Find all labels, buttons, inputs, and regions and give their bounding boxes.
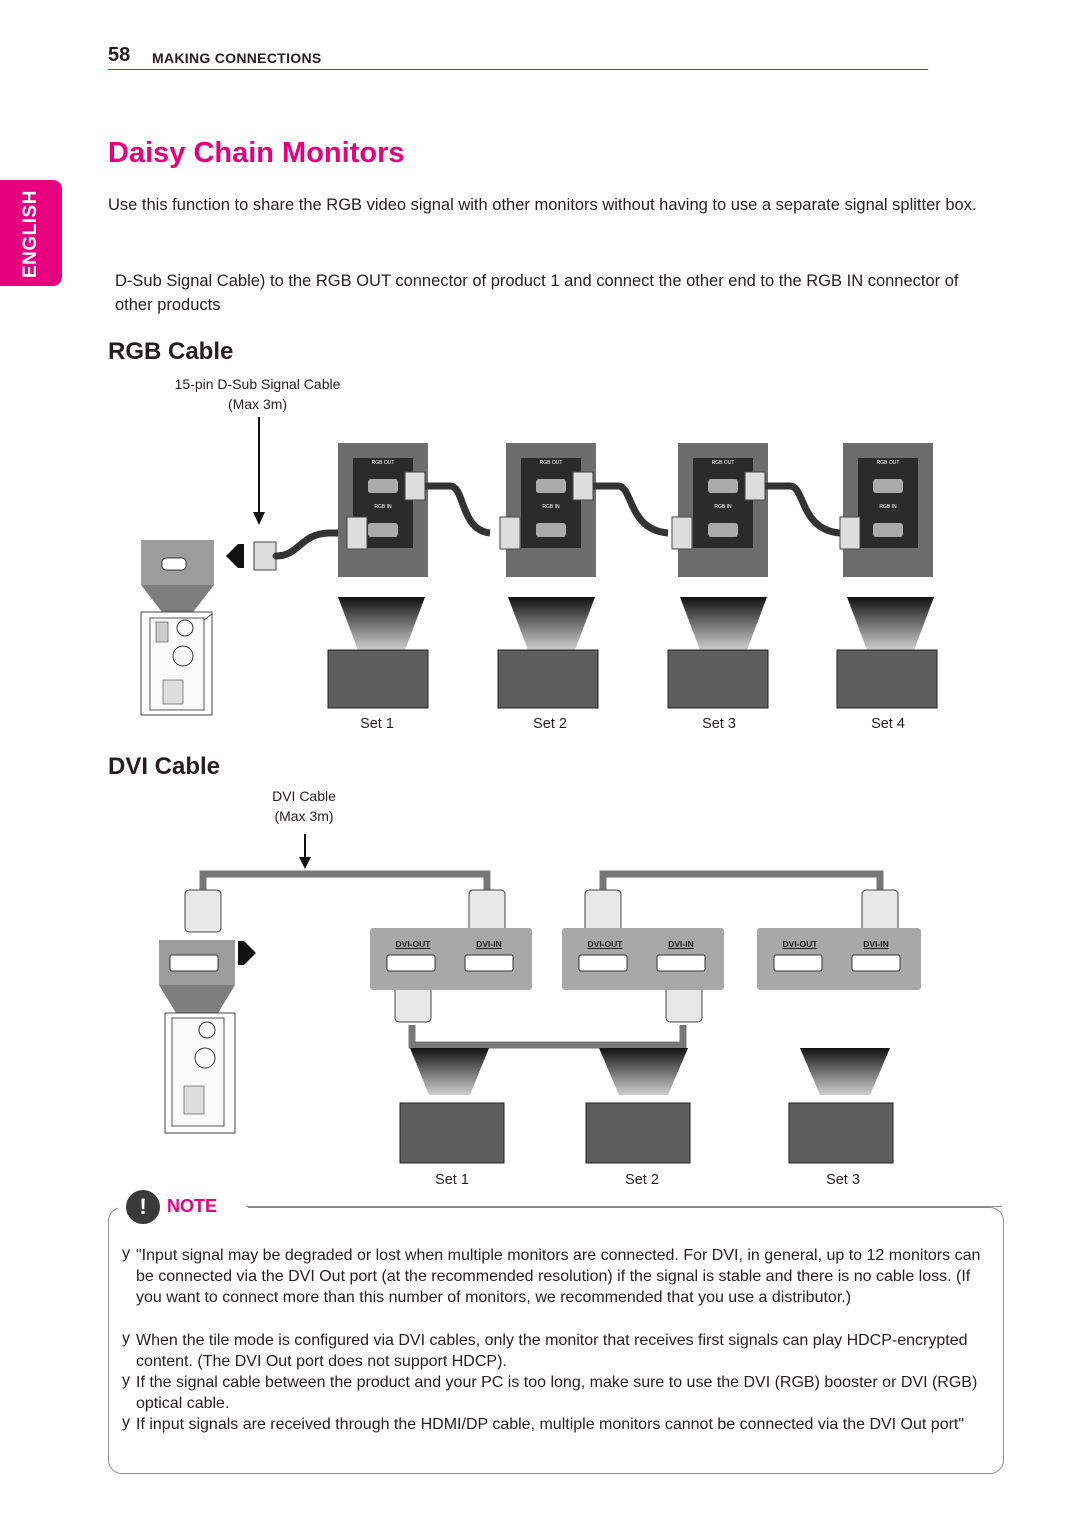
note-item-2: When the tile mode is configured via DVI… (136, 1332, 968, 1370)
rgb-set-3-label: Set 3 (702, 716, 736, 732)
dvi-cable-caption: DVI Cable (Max 3m) (234, 786, 374, 826)
rgb-set-1 (327, 443, 491, 709)
dvi-out-label-2: DVI-OUT (587, 939, 623, 949)
dvi-panel-1 (370, 928, 532, 1164)
dvi-set-2-label: Set 2 (625, 1172, 659, 1188)
note-bullet-4: y (122, 1414, 130, 1431)
dvi-set-3-label: Set 3 (826, 1172, 860, 1188)
note-item-1: "Input signal may be degraded or lost wh… (136, 1247, 981, 1306)
note-exclamation-icon: ! (126, 1190, 160, 1224)
note-item-4: If input signals are received through th… (136, 1416, 965, 1433)
rgb-set-4 (836, 443, 938, 709)
dvi-cable-heading: DVI Cable (108, 753, 221, 780)
note-box (108, 1207, 1004, 1474)
note-label: NOTE (167, 1196, 218, 1216)
dvi-cable-label: DVI Cable (272, 788, 336, 804)
dvi-in-label-1: DVI-IN (476, 939, 502, 949)
rgb-set-3 (667, 443, 841, 709)
rgb-out-label-1: RGB OUT (371, 460, 395, 466)
dvi-out-label-3: DVI-OUT (782, 939, 818, 949)
dvi-pc-illustration (159, 940, 236, 1134)
rgb-cable-label: 15-pin D-Sub Signal Cable (174, 376, 341, 392)
language-tab (0, 180, 62, 286)
page-number: 58 (108, 44, 131, 66)
rgb-cable-heading: RGB Cable (108, 338, 234, 365)
rgb-set-2 (497, 443, 669, 709)
dvi-set-1-label: Set 1 (435, 1172, 469, 1188)
rgb-in-label-2: RGB IN (542, 504, 560, 510)
rgb-out-label-4: RGB OUT (876, 460, 900, 466)
rgb-in-label-1: RGB IN (374, 504, 392, 510)
page-title: Daisy Chain Monitors (108, 137, 405, 169)
rgb-set-2-label: Set 2 (533, 716, 567, 732)
note-item-3: If the signal cable between the product … (136, 1374, 978, 1412)
dvi-in-label-3: DVI-IN (863, 939, 889, 949)
section-title: MAKING CONNECTIONS (152, 50, 322, 66)
rgb-out-label-3: RGB OUT (711, 460, 735, 466)
note-bullet-3: y (122, 1372, 130, 1389)
rgb-set-1-label: Set 1 (360, 716, 394, 732)
rgb-in-label-4: RGB IN (879, 504, 897, 510)
rgb-set-4-label: Set 4 (871, 716, 905, 732)
dvi-in-label-2: DVI-IN (668, 939, 694, 949)
note-bullet-1: y (122, 1245, 130, 1262)
rgb-cable-max: (Max 3m) (227, 396, 288, 412)
rgb-in-label-3: RGB IN (714, 504, 732, 510)
rgb-out-label-2: RGB OUT (539, 460, 563, 466)
dvi-cable-max: (Max 3m) (274, 808, 334, 824)
instruction-paragraph: D-Sub Signal Cable) to the RGB OUT conne… (115, 272, 959, 314)
note-bullet-2: y (122, 1330, 130, 1347)
intro-paragraph: Use this function to share the RGB video… (108, 196, 977, 214)
rgb-pc-illustration (140, 540, 214, 716)
note-divider (246, 1206, 1002, 1207)
header-divider (108, 69, 928, 70)
rgb-cable-caption: 15-pin D-Sub Signal Cable (Max 3m) (150, 374, 365, 414)
dvi-panel-2 (562, 928, 724, 1164)
dvi-panel-3 (757, 928, 921, 1164)
dvi-out-label-1: DVI-OUT (395, 939, 431, 949)
